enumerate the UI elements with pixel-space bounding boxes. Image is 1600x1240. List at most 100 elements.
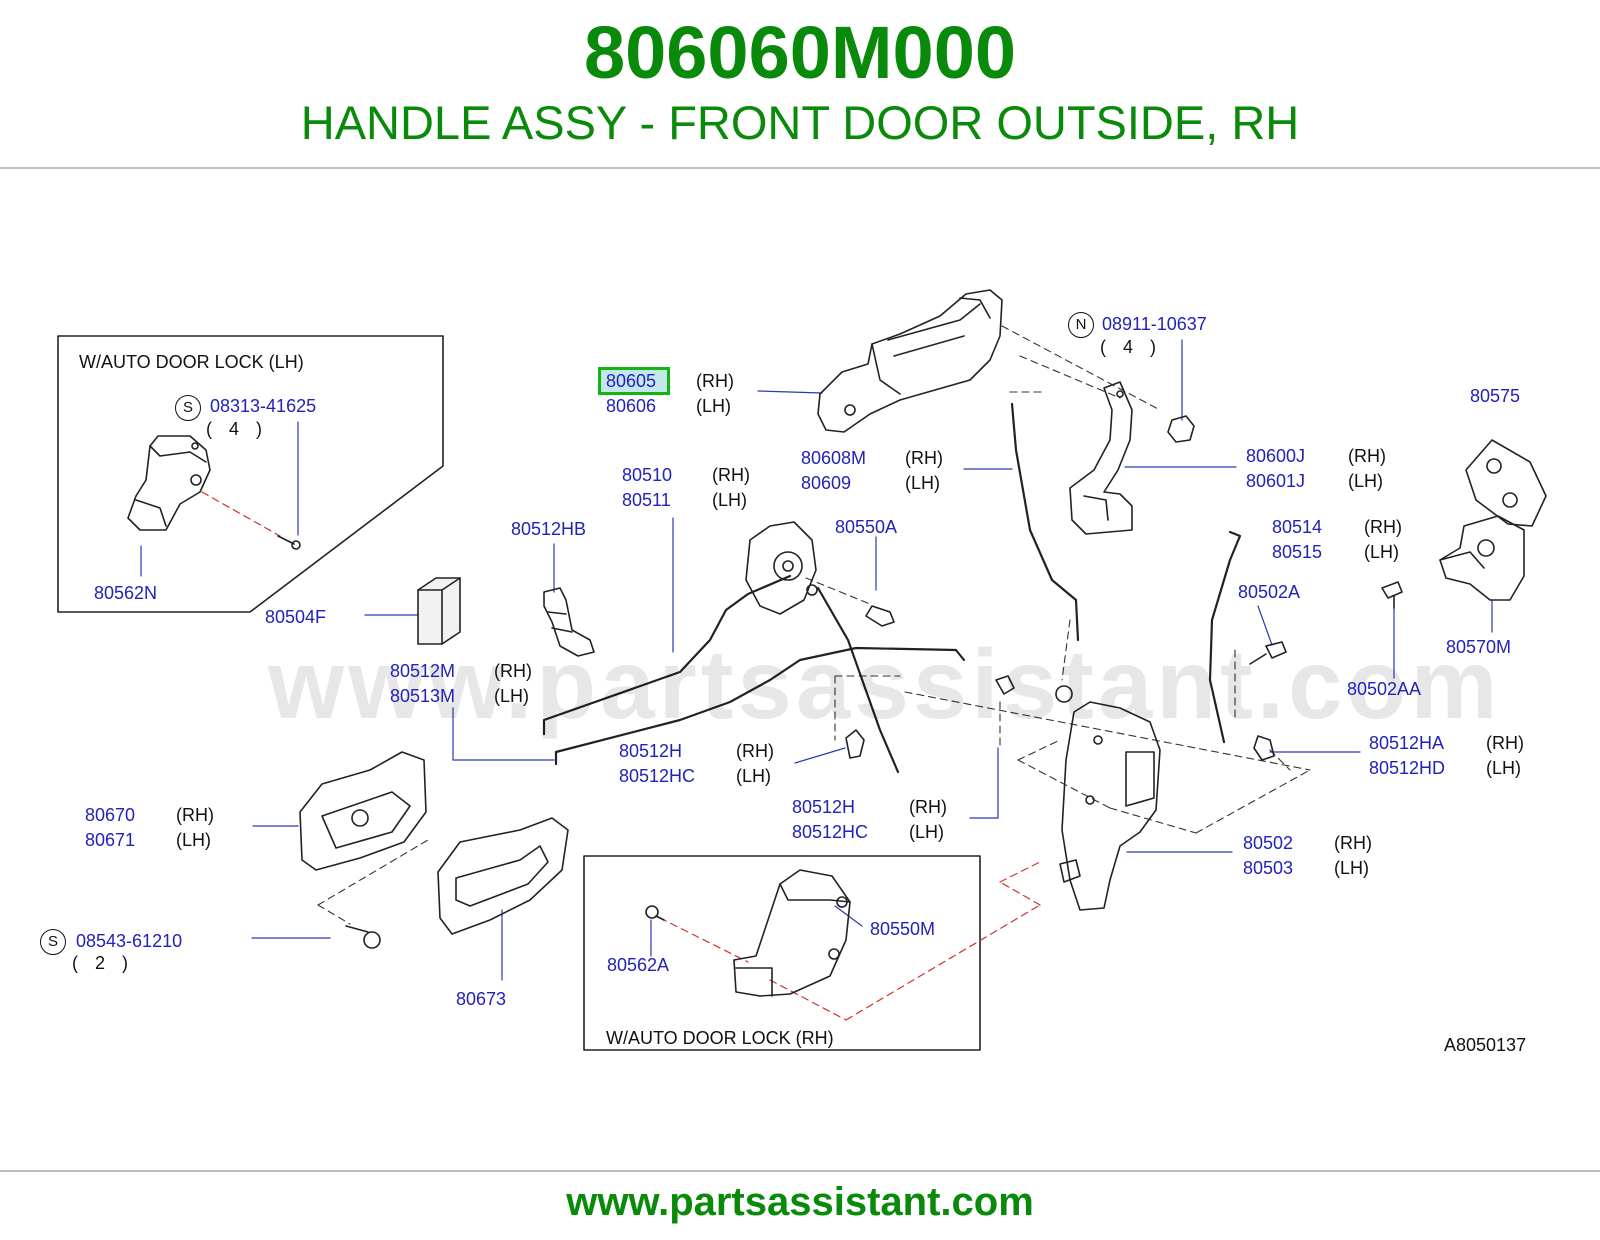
bolt-80550a bbox=[865, 605, 895, 627]
variant-80670: (RH) bbox=[176, 805, 214, 825]
variant-80609: (LH) bbox=[905, 473, 940, 493]
variant-80600J: (RH) bbox=[1348, 446, 1386, 466]
rod-clip-hb bbox=[543, 587, 595, 657]
gasket bbox=[1465, 439, 1547, 527]
part-label-80550A[interactable]: 80550A bbox=[835, 517, 898, 537]
part-label-80609[interactable]: 80609 bbox=[801, 473, 852, 493]
part-label-80513M[interactable]: 80513M bbox=[390, 686, 456, 706]
variant-80511: (LH) bbox=[712, 490, 747, 510]
rod-clip-h-2 bbox=[995, 675, 1015, 695]
symbol-s-08313: S bbox=[175, 395, 201, 421]
part-label-80575[interactable]: 80575 bbox=[1470, 386, 1521, 406]
part-label-08543-61210[interactable]: 08543-61210 bbox=[76, 931, 183, 951]
part-label-80502AA[interactable]: 80502AA bbox=[1347, 679, 1422, 699]
variant-80608M: (RH) bbox=[905, 448, 943, 468]
part-title-heading: HANDLE ASSY - FRONT DOOR OUTSIDE, RH bbox=[300, 96, 1300, 149]
part-label-80606[interactable]: 80606 bbox=[606, 396, 657, 416]
part-label-80608M[interactable]: 80608M bbox=[801, 448, 867, 468]
part-label-80510[interactable]: 80510 bbox=[622, 465, 673, 485]
variant-80512H-2: (RH) bbox=[909, 797, 947, 817]
variant-80503: (LH) bbox=[1334, 858, 1369, 878]
variant-80512HC-2: (LH) bbox=[909, 822, 944, 842]
box-label-auto-door-lock-lh: W/AUTO DOOR LOCK (LH) bbox=[79, 352, 304, 372]
qty-08911-10637: ( 4 ) bbox=[1100, 337, 1163, 357]
part-label-80570M[interactable]: 80570M bbox=[1446, 637, 1512, 657]
part-label-80601J[interactable]: 80601J bbox=[1246, 471, 1306, 491]
part-label-80515[interactable]: 80515 bbox=[1272, 542, 1323, 562]
nut bbox=[1167, 415, 1195, 443]
bolt-striker bbox=[1381, 581, 1403, 609]
variant-80512HA: (RH) bbox=[1486, 733, 1524, 753]
door-lock-assy bbox=[1055, 685, 1161, 911]
rod-clip-h bbox=[845, 729, 865, 759]
symbol-s-08543: S bbox=[40, 929, 66, 955]
part-label-80671[interactable]: 80671 bbox=[85, 830, 136, 850]
part-label-80512HC-2[interactable]: 80512HC bbox=[792, 822, 869, 842]
part-label-80512HD[interactable]: 80512HD bbox=[1369, 758, 1446, 778]
part-label-80562A[interactable]: 80562A bbox=[607, 955, 670, 975]
variant-80606: (LH) bbox=[696, 396, 731, 416]
variant-80510: (RH) bbox=[712, 465, 750, 485]
variant-80515: (LH) bbox=[1364, 542, 1399, 562]
variant-80601J: (LH) bbox=[1348, 471, 1383, 491]
part-label-80550M[interactable]: 80550M bbox=[870, 919, 936, 939]
part-label-80605[interactable]: 80605 bbox=[606, 371, 657, 391]
footer-divider bbox=[0, 1170, 1600, 1172]
variant-80514: (RH) bbox=[1364, 517, 1402, 537]
inside-handle-escutcheon bbox=[299, 751, 427, 871]
variant-80512HC: (LH) bbox=[736, 766, 771, 786]
part-label-80512HA[interactable]: 80512HA bbox=[1369, 733, 1445, 753]
part-label-80673[interactable]: 80673 bbox=[456, 989, 507, 1009]
door-lock-actuator-lh bbox=[127, 435, 211, 531]
part-label-80503[interactable]: 80503 bbox=[1243, 858, 1294, 878]
striker bbox=[1439, 515, 1525, 601]
door-lock-actuator-rh bbox=[733, 869, 851, 997]
lock-rods bbox=[542, 402, 1242, 774]
part-label-80512HC[interactable]: 80512HC bbox=[619, 766, 696, 786]
symbol-n-08911: N bbox=[1068, 312, 1094, 338]
screw-80543 bbox=[345, 925, 381, 949]
part-number-heading: 806060M000 bbox=[583, 11, 1017, 94]
diagram-code: A8050137 bbox=[1444, 1035, 1527, 1055]
part-label-80502A[interactable]: 80502A bbox=[1238, 582, 1301, 602]
leader-lines bbox=[140, 339, 1493, 981]
red-guide-lines bbox=[201, 491, 1041, 1021]
lock-cylinder-lever bbox=[745, 521, 818, 615]
part-label-80512H[interactable]: 80512H bbox=[619, 741, 683, 761]
outside-handle bbox=[817, 289, 1003, 433]
auto-door-lock-rh-box bbox=[583, 855, 981, 1051]
variant-80671: (LH) bbox=[176, 830, 211, 850]
watermark-text: www.partsassistant.com bbox=[268, 629, 1502, 739]
variant-80512M: (RH) bbox=[494, 661, 532, 681]
qty-08543-61210: ( 2 ) bbox=[72, 953, 135, 973]
part-label-80511[interactable]: 80511 bbox=[622, 490, 671, 510]
part-label-80514[interactable]: 80514 bbox=[1272, 517, 1323, 537]
variant-80605: (RH) bbox=[696, 371, 734, 391]
part-label-80512M[interactable]: 80512M bbox=[390, 661, 456, 681]
part-label-80502[interactable]: 80502 bbox=[1243, 833, 1294, 853]
part-label-08911-10637[interactable]: 08911-10637 bbox=[1102, 314, 1207, 334]
variant-80502: (RH) bbox=[1334, 833, 1372, 853]
bolt-80502a bbox=[1249, 641, 1287, 665]
variant-80513M: (LH) bbox=[494, 686, 529, 706]
header-divider bbox=[0, 167, 1600, 169]
footer-url[interactable]: www.partsassistant.com bbox=[566, 1180, 1034, 1224]
qty-08313-41625: ( 4 ) bbox=[206, 419, 269, 439]
part-label-80504F[interactable]: 80504F bbox=[265, 607, 327, 627]
handle-bracket bbox=[1069, 381, 1133, 535]
part-label-80670[interactable]: 80670 bbox=[85, 805, 136, 825]
selected-part-highlight bbox=[598, 367, 670, 395]
spacer-block bbox=[417, 577, 461, 645]
rod-clip-ha bbox=[1253, 735, 1275, 761]
part-label-80600J[interactable]: 80600J bbox=[1246, 446, 1306, 466]
box-label-auto-door-lock-rh: W/AUTO DOOR LOCK (RH) bbox=[606, 1028, 834, 1048]
variant-80512H: (RH) bbox=[736, 741, 774, 761]
inside-handle-bezel bbox=[437, 817, 569, 935]
part-label-80562N[interactable]: 80562N bbox=[94, 583, 158, 603]
part-label-80512HB[interactable]: 80512HB bbox=[511, 519, 587, 539]
auto-door-lock-lh-box bbox=[57, 335, 444, 613]
part-label-80512H-2[interactable]: 80512H bbox=[792, 797, 856, 817]
screw-80562a bbox=[645, 905, 665, 921]
part-label-08313-41625[interactable]: 08313-41625 bbox=[210, 396, 317, 416]
